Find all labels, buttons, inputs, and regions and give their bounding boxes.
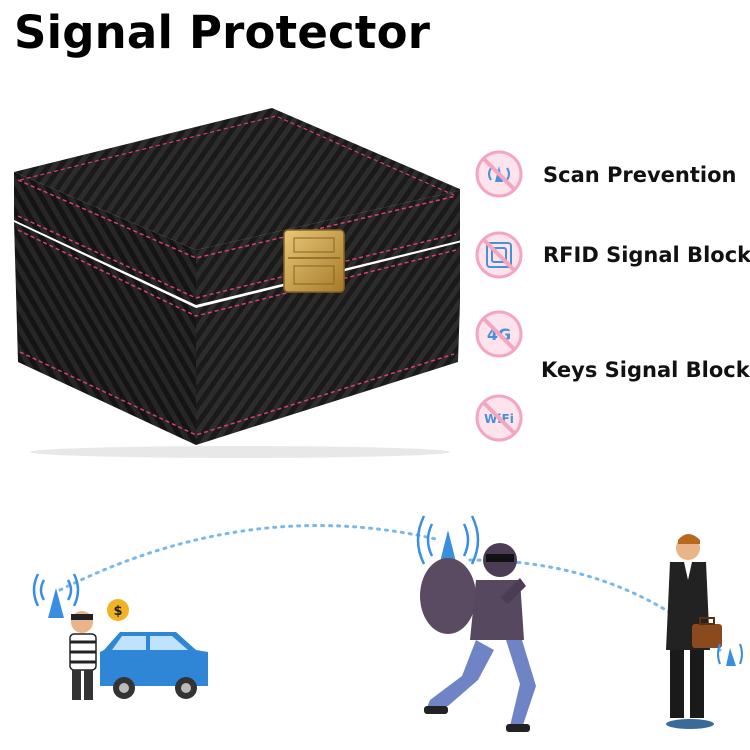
no-scan-icon: [475, 150, 523, 198]
businessman-with-briefcase: [666, 534, 743, 729]
feature-label-scan-prevention: Scan Prevention: [543, 163, 737, 187]
signal-protector-box-image: [14, 108, 460, 458]
no-wifi-icon: WiFi: [475, 394, 523, 442]
antenna-icon-left: [32, 573, 80, 618]
svg-text:$: $: [113, 604, 122, 619]
rfid-icon: [475, 231, 523, 279]
relay-attack-illustration: $: [32, 515, 743, 732]
feature-label-keys-signal-block: Keys Signal Block: [541, 358, 750, 382]
thief-with-car: $: [69, 599, 208, 700]
no-4g-icon: 4G: [475, 310, 523, 358]
feature-label-rfid-signal-block: RFID Signal Block: [543, 243, 750, 267]
page-title: Signal Protector: [14, 6, 431, 59]
running-thief: [420, 543, 536, 732]
